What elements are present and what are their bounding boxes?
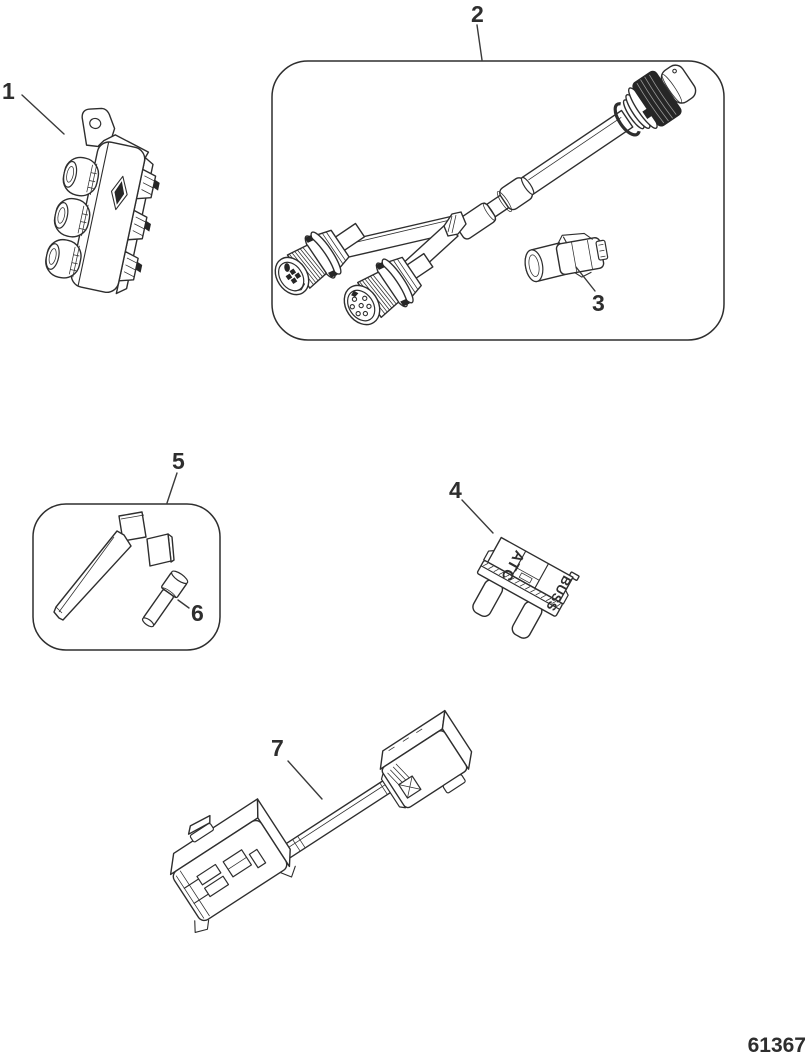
part-1-junction-block-drawing: [45, 107, 160, 295]
callout-1: 1: [2, 78, 65, 135]
part-2-y-harness-drawing: [274, 64, 697, 326]
diamond-logo-icon: [110, 175, 128, 211]
part-6-plug-drawing: [141, 570, 189, 628]
adapter-cable: [280, 774, 400, 860]
callout-3: 3: [575, 266, 605, 316]
harness-branch-connector-right: [343, 252, 434, 326]
leader-line-5: [166, 472, 178, 504]
leader-line-1: [21, 94, 65, 135]
callout-label-4: 4: [449, 477, 462, 503]
part-3-connector-drawing: [524, 232, 609, 283]
leader-line-7: [287, 760, 323, 800]
leader-line-4: [461, 499, 494, 534]
callout-label-7: 7: [271, 735, 284, 761]
callout-label-3: 3: [592, 290, 605, 316]
callout-2: 2: [471, 1, 484, 61]
callout-label-6: 6: [191, 600, 204, 626]
adapter-connector-large: [169, 798, 296, 934]
adapter-connector-small: [379, 709, 473, 809]
callout-label-2: 2: [471, 1, 484, 27]
harness-main-connector: [454, 64, 697, 240]
leader-line-2: [476, 24, 483, 61]
callout-7: 7: [271, 735, 323, 800]
part-5-kit-box: [32, 503, 221, 651]
part-5-removal-tool-drawing: [53, 511, 175, 621]
harness-branch-connector-left: [274, 222, 366, 296]
leader-line-3: [575, 266, 596, 292]
callout-4: 4: [449, 477, 494, 534]
callout-5: 5: [166, 448, 185, 504]
leader-line-6: [177, 599, 190, 609]
part-7-adapter-harness-drawing: [169, 709, 473, 934]
callout-label-1: 1: [2, 78, 15, 104]
figure-number: 61367: [748, 1034, 806, 1057]
callout-6: 6: [177, 599, 204, 626]
callout-label-5: 5: [172, 448, 185, 474]
part-4-fuse-drawing: ATC BUSS: [472, 536, 580, 639]
block-plug-connectors: [45, 156, 100, 279]
